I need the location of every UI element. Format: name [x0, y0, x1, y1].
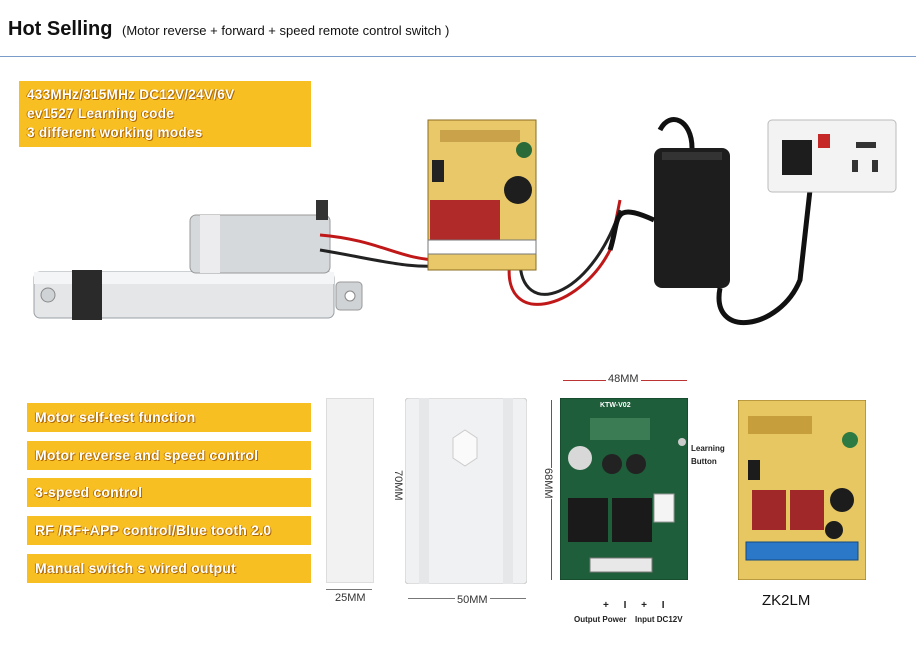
polarity-marks: + I + I [603, 600, 671, 611]
header-divider [0, 56, 916, 57]
feature-self-test: Motor self-test function [27, 403, 311, 432]
spec-box: 433MHz/315MHz DC12V/24V/6V ev1527 Learni… [19, 81, 311, 147]
zk2lm-board-icon [738, 400, 866, 580]
height-dimension: 70MM [392, 470, 404, 501]
board-width-dimension: 48MM [606, 373, 641, 385]
depth-dimension-line [326, 589, 372, 590]
page-title: Hot Selling (Motor reverse + forward + s… [8, 18, 449, 41]
receiver-board-icon [560, 398, 688, 580]
feature-reverse-speed: Motor reverse and speed control [27, 441, 311, 470]
width-dimension: 50MM [455, 594, 490, 606]
button-label: Button [691, 457, 717, 466]
enclosure-front-view [405, 398, 527, 584]
title-text: Hot Selling [8, 18, 113, 40]
spec-line-3: 3 different working modes [27, 125, 203, 140]
depth-dimension: 25MM [335, 592, 366, 604]
learning-label: Learning [691, 444, 725, 453]
spec-line-1: 433MHz/315MHz DC12V/24V/6V [27, 87, 235, 102]
board-chip-text: KTW-V02 [600, 402, 631, 409]
linear-actuator-icon [33, 200, 363, 320]
board-height-dimension: 68MM [542, 468, 554, 499]
model-name: ZK2LM [762, 592, 811, 609]
spec-line-2: ev1527 Learning code [27, 106, 175, 121]
input-label: Input DC12V [635, 615, 683, 624]
enclosure-side-view [326, 398, 374, 583]
output-power-label: Output Power [574, 615, 627, 624]
product-illustration [33, 117, 897, 325]
feature-rf-app-bt: RF /RF+APP control/Blue tooth 2.0 [27, 516, 311, 545]
feature-3-speed: 3-speed control [27, 478, 311, 507]
subtitle-text: (Motor reverse + forward + speed remote … [122, 23, 450, 38]
wall-socket-icon [767, 119, 897, 193]
power-adapter-icon [607, 117, 813, 325]
feature-manual-switch: Manual switch s wired output [27, 554, 311, 583]
controller-board-icon [427, 119, 537, 271]
